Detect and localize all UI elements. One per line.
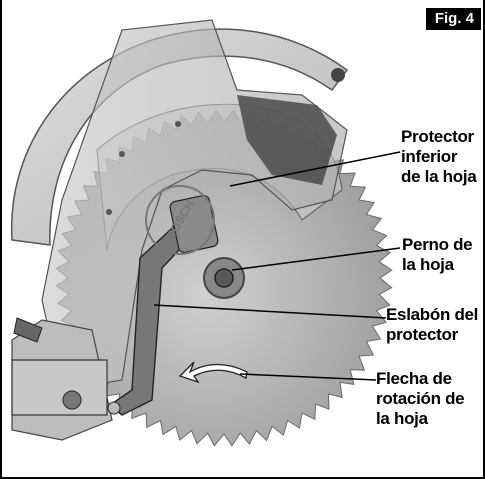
leader-lines [153, 151, 401, 381]
leader-guard-link [153, 304, 387, 319]
handle-knob [13, 317, 43, 343]
blade-bolt [214, 268, 234, 288]
callout-rotation-arrow: Flecha de rotación de la hoja [376, 369, 465, 428]
callout-blade-bolt: Perno de la hoja [402, 235, 473, 274]
bosch-logo-ring [145, 185, 215, 255]
base-slider [11, 359, 108, 416]
cover-plate [237, 95, 337, 185]
callout-lower-blade-guard: Protector inferior de la hoja [401, 127, 477, 186]
rotation-arrow [178, 361, 248, 384]
base-knob [62, 390, 82, 410]
leader-lower-guard [229, 151, 401, 187]
figure-badge: Fig. 4 [425, 8, 481, 30]
callout-guard-link: Eslabón del protector [386, 305, 479, 344]
leader-blade-bolt [231, 247, 401, 271]
leader-rotation-arrow [239, 373, 377, 381]
